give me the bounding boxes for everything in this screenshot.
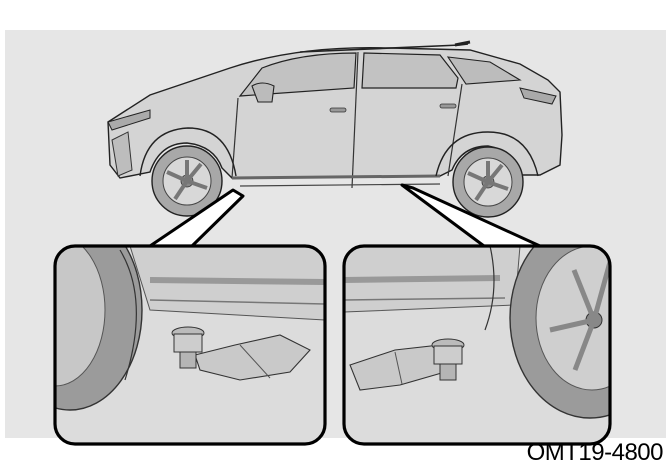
figure-code-label: OMT19-4800 (526, 439, 664, 466)
jack-lift-point-front-detail (53, 244, 327, 446)
suv-side-view-icon (107, 40, 563, 218)
jack-lift-point-rear-detail (342, 244, 612, 446)
